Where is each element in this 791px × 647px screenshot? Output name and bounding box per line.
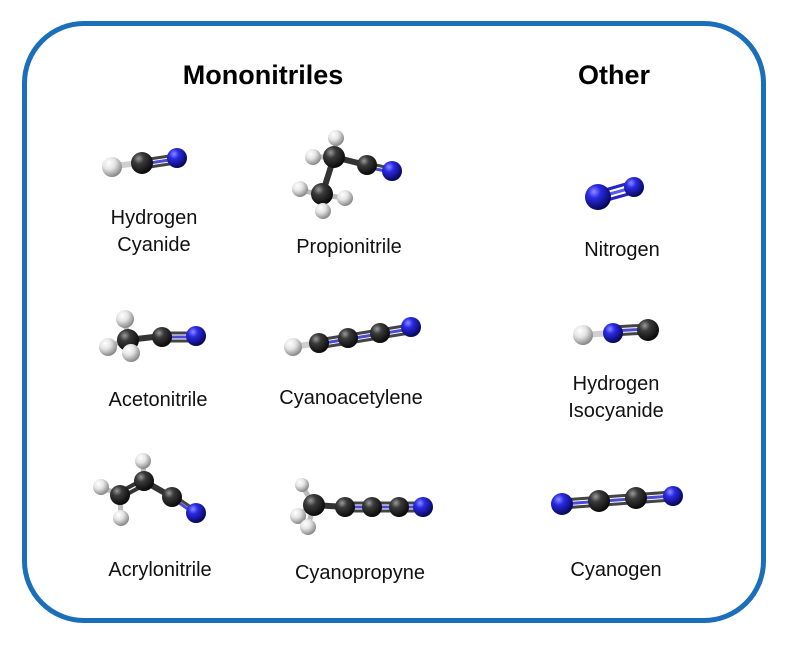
label-line: Cyanopropyne (294, 562, 426, 584)
molecule-acrylonitrile (93, 453, 206, 526)
label-line: Hydrogen (110, 207, 198, 229)
label-cyanopropyne: Cyanopropyne (260, 560, 460, 587)
label-line: Isocyanide (568, 400, 664, 422)
label-line: Hydrogen (572, 373, 660, 395)
molecule-hydrogen-isocyanide (573, 319, 659, 345)
molecule-cyanoacetylene (284, 317, 421, 356)
molecule-cyanogen (551, 486, 683, 515)
molecule-acetonitrile (99, 310, 206, 362)
label-line: Nitrogen (584, 239, 660, 261)
rounded-panel-border (22, 21, 766, 623)
heading-mononitriles: Mononitriles (182, 60, 344, 90)
label-line: Cyanide (117, 234, 191, 256)
label-hydrogen-isocyanide: Hydrogen Isocyanide (516, 371, 716, 425)
label-acrylonitrile: Acrylonitrile (60, 557, 260, 584)
label-acetonitrile: Acetonitrile (58, 387, 258, 414)
label-cyanogen: Cyanogen (516, 557, 716, 584)
molecule-propionitrile (292, 130, 402, 219)
heading-other: Other (577, 60, 650, 90)
label-nitrogen: Nitrogen (522, 237, 722, 264)
label-line: Propionitrile (296, 236, 402, 258)
label-propionitrile: Propionitrile (249, 234, 449, 261)
molecule-nitrogen (585, 177, 644, 210)
molecule-cyanopropyne (290, 478, 433, 535)
label-line: Cyanoacetylene (279, 387, 423, 409)
label-cyanoacetylene: Cyanoacetylene (251, 385, 451, 412)
molecule-hydrogen-cyanide (102, 148, 187, 177)
label-line: Acrylonitrile (108, 559, 212, 581)
label-hydrogen-cyanide: Hydrogen Cyanide (54, 205, 254, 259)
label-line: Acetonitrile (108, 389, 208, 411)
label-line: Cyanogen (570, 559, 662, 581)
